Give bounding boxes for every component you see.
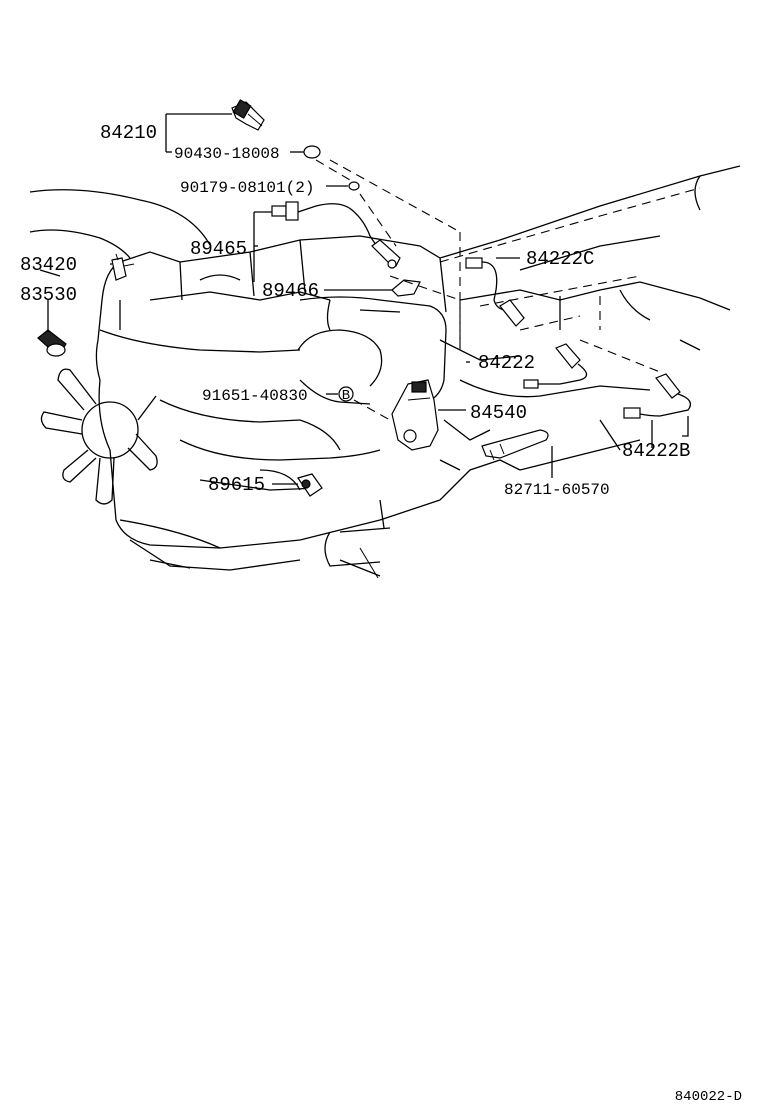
callout-84222C: 84222C <box>526 248 594 270</box>
part-89466-gasket <box>391 279 421 297</box>
part-84540-throttle-switch <box>391 379 439 451</box>
leader-lines <box>47 113 689 485</box>
part-82711-bracket <box>481 429 549 461</box>
part-84222C-sensor <box>465 257 525 327</box>
part-89615-sensor <box>297 473 323 497</box>
callout-84222B: 84222B <box>622 440 690 462</box>
callout-84222: 84222 <box>478 352 535 374</box>
engine-block-drawing <box>29 165 741 579</box>
part-84222-sensor <box>523 343 588 389</box>
diagram-reference-code: 840022-D <box>675 1089 742 1105</box>
part-84210-switch <box>231 99 265 131</box>
part-83530-switch <box>37 329 67 357</box>
part-90179-nut <box>348 181 360 191</box>
callout-82711-60570: 82711-60570 <box>504 481 610 499</box>
part-84222B-sensor <box>623 373 692 419</box>
callout-90430-18008: 90430-18008 <box>174 145 280 163</box>
part-90430-gasket <box>303 145 321 159</box>
callout-83530: 83530 <box>20 284 77 306</box>
callout-89465: 89465 <box>190 238 247 260</box>
callout-91651-40830: 91651-40830 <box>202 387 308 405</box>
callout-84210: 84210 <box>100 122 157 144</box>
callout-90179-08101: 90179-08101(2) <box>180 179 314 197</box>
callout-89615: 89615 <box>208 474 265 496</box>
part-91651-bolt: B <box>338 386 391 421</box>
part-83420-sender <box>111 253 135 281</box>
bolt-marker-b: B <box>342 388 350 404</box>
callout-labels: 84210 90430-18008 90179-08101(2) 89465 8… <box>20 122 690 499</box>
cooling-fan-drawing <box>40 368 158 505</box>
callout-84540: 84540 <box>470 402 527 424</box>
callout-89466: 89466 <box>262 280 319 302</box>
callout-83420: 83420 <box>20 254 77 276</box>
part-89465-oxygen-sensor <box>271 201 401 269</box>
